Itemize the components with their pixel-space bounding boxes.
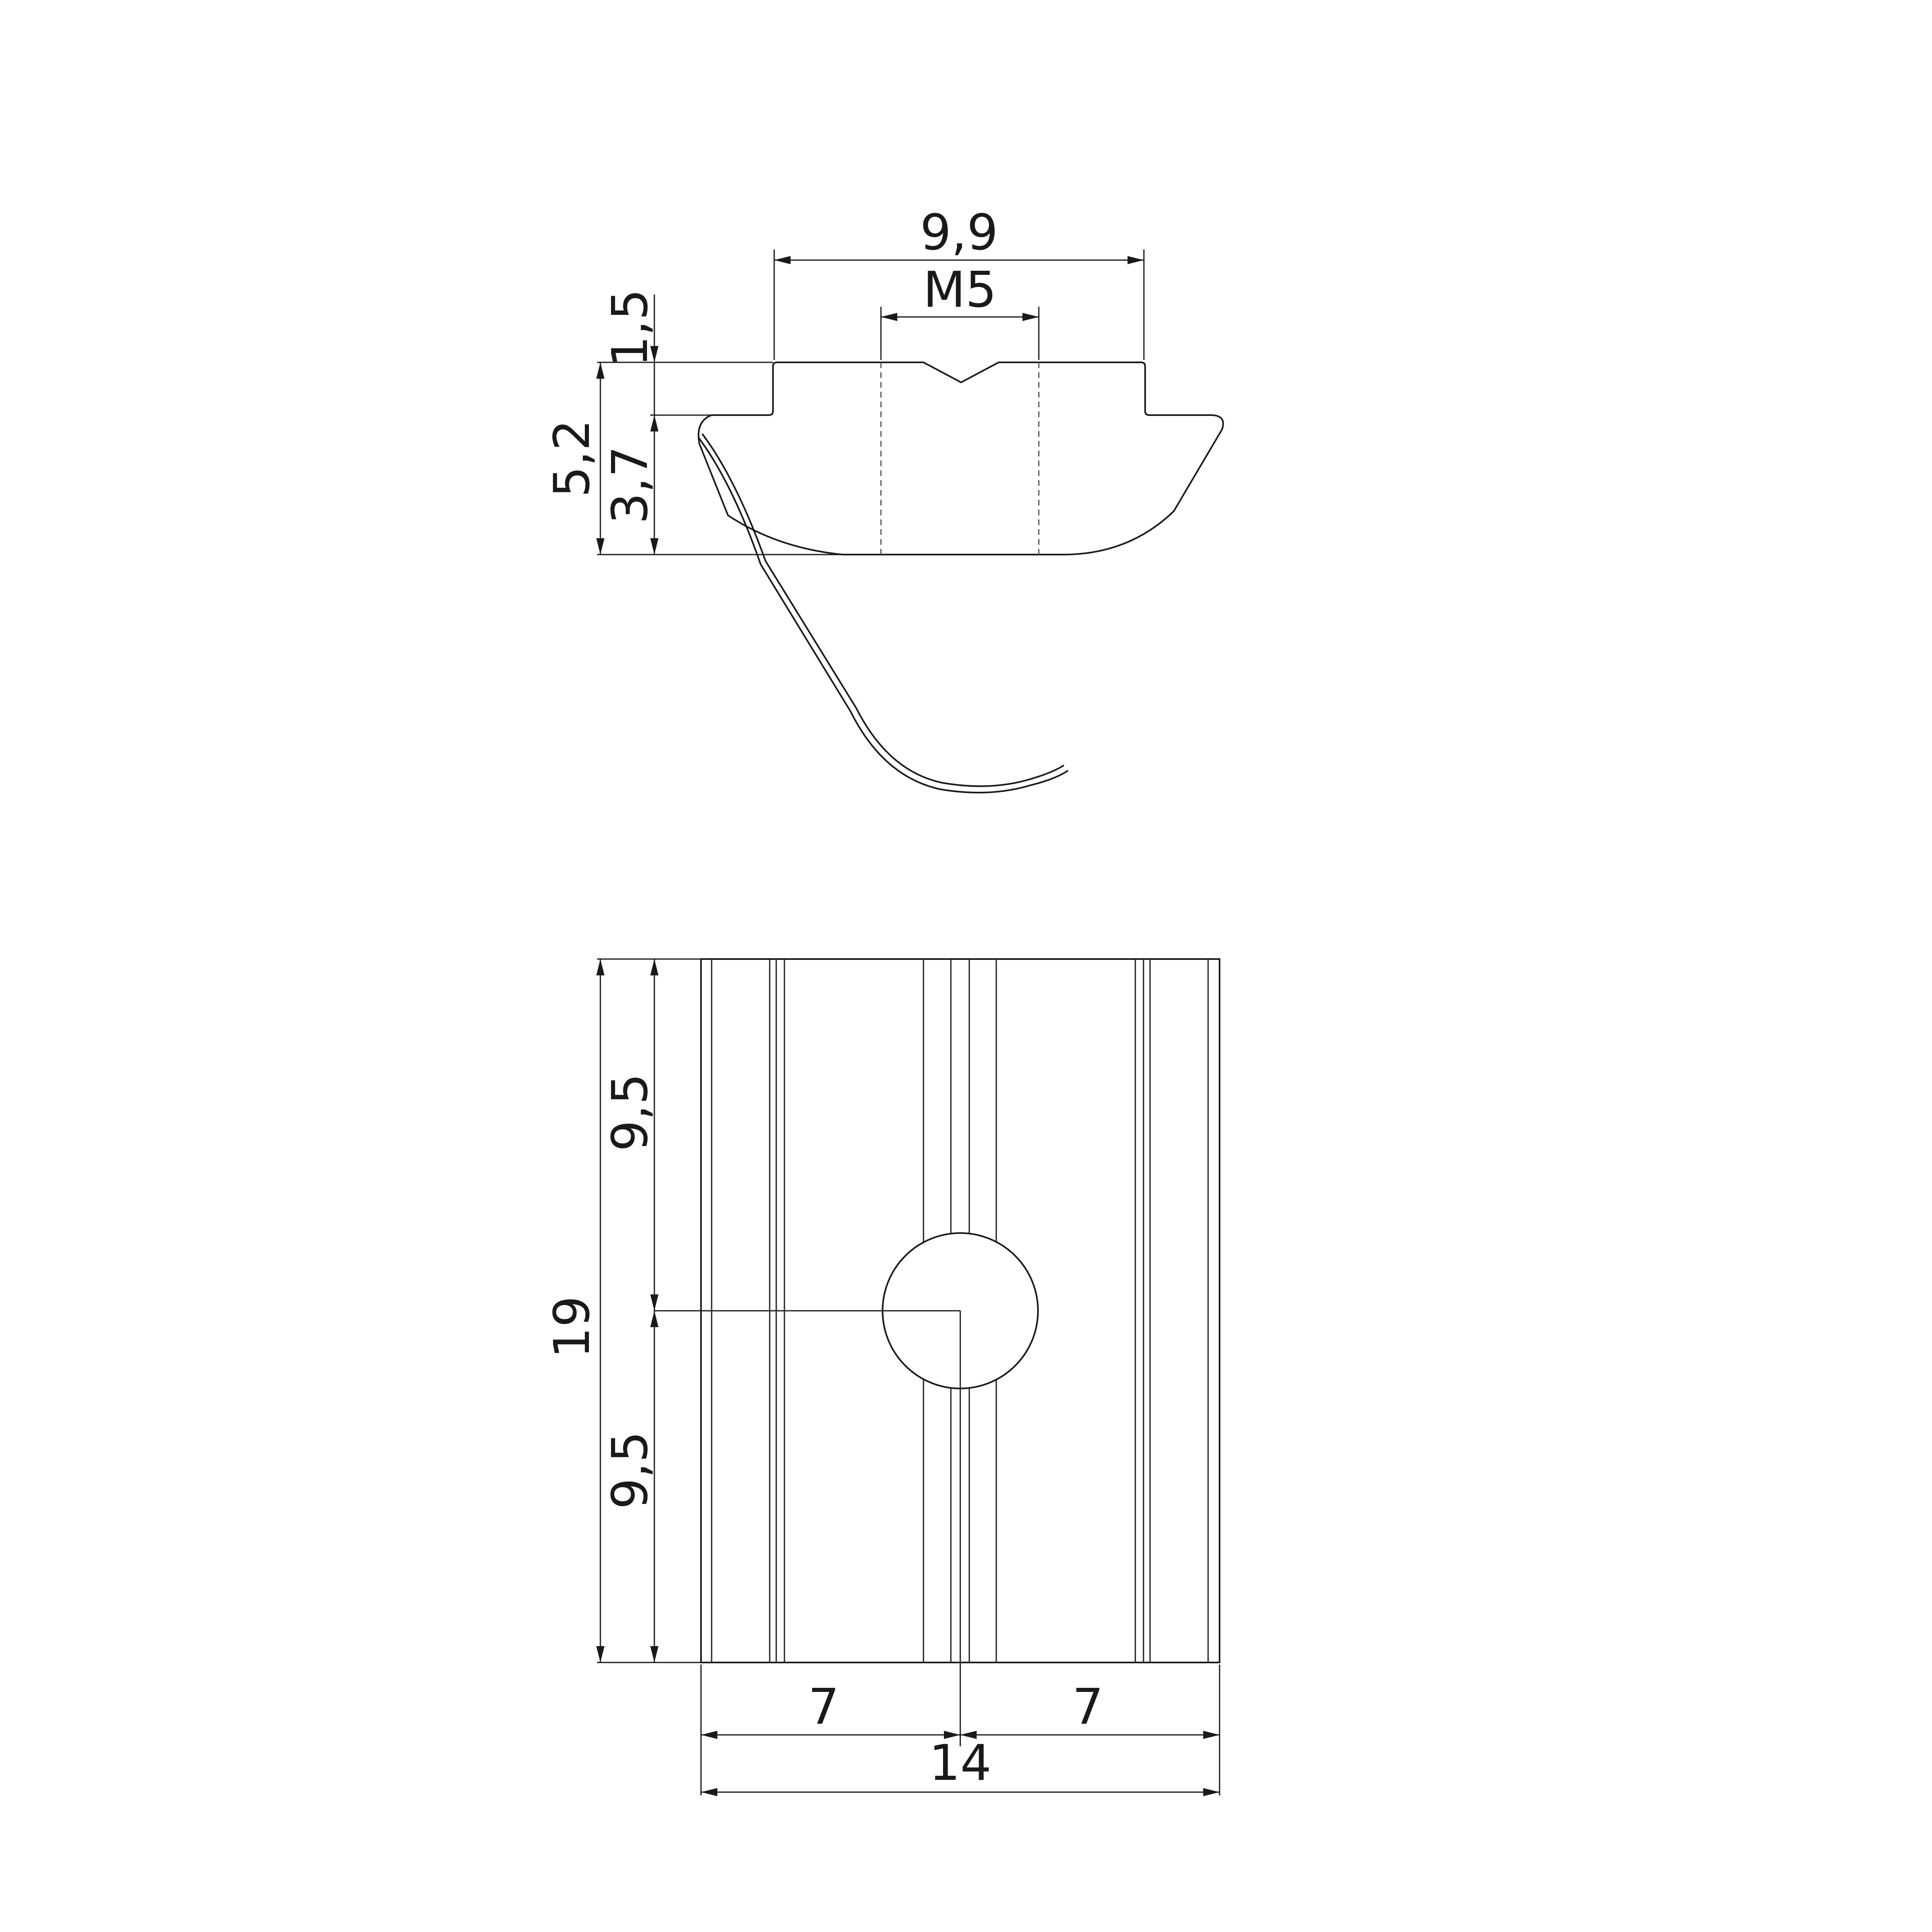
- arrow-head: [596, 362, 604, 379]
- dimension-length-upper: 9,5: [602, 1074, 659, 1152]
- profile-dimensions: 9,9 M5 1,5 5,2 3,7: [544, 204, 1145, 555]
- spring-clip-outer: [698, 437, 1068, 793]
- profile-view: [698, 362, 1224, 793]
- dimension-half-width-left: 7: [808, 1679, 839, 1736]
- dimension-step-height: 1,5: [602, 289, 659, 367]
- dimension-length-lower: 9,5: [602, 1431, 659, 1510]
- arrow-head: [1128, 256, 1144, 264]
- arrow-head: [650, 959, 658, 975]
- arrow-head: [701, 1788, 717, 1796]
- arrow-head: [881, 313, 897, 321]
- arrow-head: [944, 1731, 960, 1739]
- arrow-head: [701, 1731, 717, 1739]
- arrow-head: [960, 1731, 977, 1739]
- dimension-total-width: 14: [929, 1735, 992, 1792]
- dimension-total-length: 19: [544, 1296, 601, 1359]
- plan-dimensions: 19 9,5 9,5 7 7 14: [544, 958, 1220, 1796]
- arrow-head: [596, 1646, 604, 1662]
- profile-outline: [698, 362, 1224, 555]
- arrow-head: [1022, 313, 1039, 321]
- arrow-head: [650, 1646, 658, 1662]
- dimension-half-width-right: 7: [1072, 1679, 1103, 1736]
- dimension-body-height: 3,7: [602, 446, 659, 524]
- arrow-head: [1203, 1788, 1220, 1796]
- dimension-thread: M5: [923, 262, 997, 319]
- dimension-top-width: 9,9: [920, 204, 998, 261]
- arrow-head: [1203, 1731, 1220, 1739]
- plan-view: [654, 958, 1220, 1746]
- arrow-head: [774, 256, 791, 264]
- arrow-head: [596, 538, 604, 555]
- arrow-head: [650, 1294, 658, 1311]
- arrow-head: [650, 538, 658, 555]
- arrow-head: [650, 346, 658, 362]
- dimension-total-height: 5,2: [544, 420, 601, 498]
- arrow-head: [596, 959, 604, 975]
- arrow-head: [650, 1311, 658, 1327]
- spring-clip-inner: [702, 434, 1064, 787]
